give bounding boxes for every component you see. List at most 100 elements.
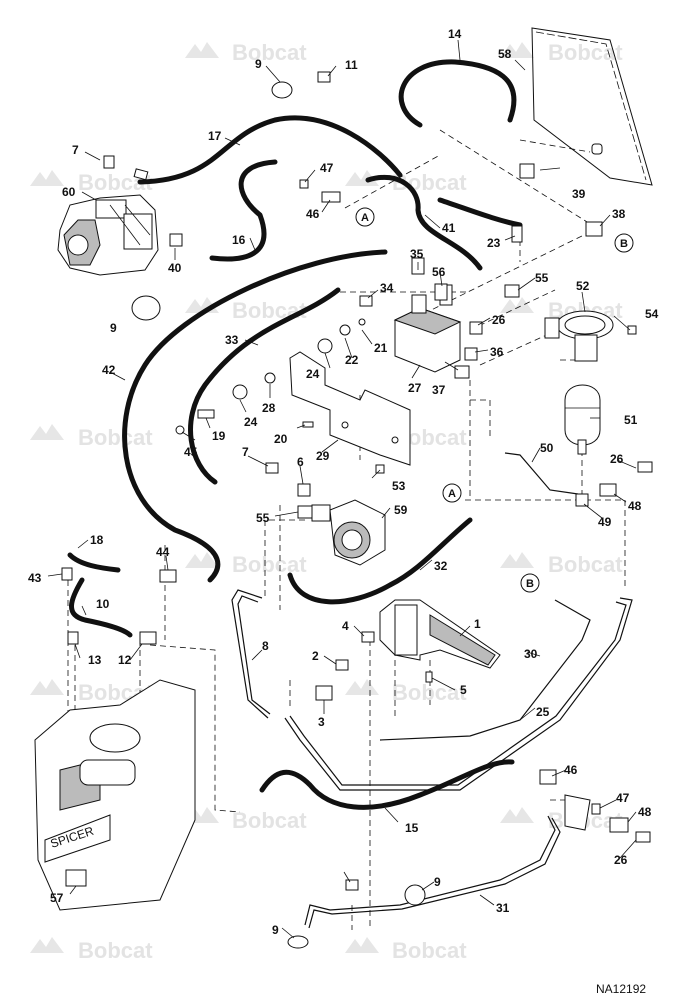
bobcat-logo-icon xyxy=(500,42,534,58)
fitting-40 xyxy=(169,233,183,247)
callout-10: 10 xyxy=(96,597,110,611)
connection-marker-a-top xyxy=(355,207,375,227)
bobcat-logo-icon xyxy=(30,937,64,953)
callout-34: 34 xyxy=(380,281,394,295)
callout-27: 27 xyxy=(408,381,422,395)
callout-8: 8 xyxy=(262,639,269,653)
fitting-34 xyxy=(359,295,373,307)
valve-block-27 xyxy=(393,284,462,373)
callout-12: 12 xyxy=(118,653,132,667)
callout-54: 54 xyxy=(645,307,659,321)
pump-assembly-60 xyxy=(57,168,159,276)
connection-label-b: B xyxy=(620,238,628,250)
fitting-46 xyxy=(321,191,341,203)
callout-55b: 55 xyxy=(256,511,270,525)
callout-37: 37 xyxy=(432,383,446,397)
callout-23: 23 xyxy=(487,236,501,250)
accumulator-51 xyxy=(564,384,601,455)
connection-marker-b-top xyxy=(614,233,634,253)
watermark-text: Bobcat xyxy=(232,552,307,577)
fitting-43 xyxy=(61,567,73,581)
connection-marker-a-bottom xyxy=(442,483,462,503)
hose-layer xyxy=(67,59,523,810)
callout-43: 43 xyxy=(28,571,42,585)
tube-31 xyxy=(304,815,556,926)
clamp-9b xyxy=(131,295,161,321)
callout-16: 16 xyxy=(232,233,246,247)
bobcat-logo-icon xyxy=(500,807,534,823)
bracket-plate xyxy=(564,794,591,831)
watermark-text: Bobcat xyxy=(232,298,307,323)
bobcat-logo-icon xyxy=(345,679,379,695)
bolt-53 xyxy=(375,464,385,474)
bobcat-logo-icon xyxy=(185,552,219,568)
fitting-6 xyxy=(297,483,311,497)
leader-lines xyxy=(47,39,637,939)
washer-47 xyxy=(299,179,309,189)
fitting-56 xyxy=(434,283,448,301)
watermark-text: Bobcat xyxy=(78,938,153,963)
connection-label-a: A xyxy=(448,488,456,500)
tube-8b xyxy=(237,595,271,715)
watermark-text: Bobcat xyxy=(232,808,307,833)
tube-30 xyxy=(379,599,591,741)
hose-15 xyxy=(259,759,515,810)
tee-12 xyxy=(139,631,157,645)
callout-49: 49 xyxy=(598,515,612,529)
fitting-26c xyxy=(635,831,651,843)
callout-11: 11 xyxy=(345,58,358,72)
callout-7b: 7 xyxy=(242,445,249,459)
callout-26: 26 xyxy=(492,313,506,327)
callout-22: 22 xyxy=(345,353,359,367)
callout-7: 7 xyxy=(72,143,79,157)
callout-4: 4 xyxy=(342,619,349,633)
tube-25 xyxy=(284,597,633,791)
callout-24b: 24 xyxy=(244,415,258,429)
callout-15: 15 xyxy=(405,821,419,835)
tube-50 xyxy=(504,452,579,495)
callout-48b: 48 xyxy=(638,805,652,819)
watermark-text: Bobcat xyxy=(392,938,467,963)
callout-13: 13 xyxy=(88,653,102,667)
nut-21 xyxy=(358,318,366,326)
fitting-39 xyxy=(519,163,535,179)
fitting-37 xyxy=(454,365,470,379)
tee-44 xyxy=(159,569,177,583)
callout-57: 57 xyxy=(50,891,64,905)
hose-14 xyxy=(398,59,517,128)
hose-23 xyxy=(437,197,523,228)
fitting-48 xyxy=(599,483,617,497)
callout-44: 44 xyxy=(156,545,170,559)
connection-label-a: A xyxy=(361,212,369,224)
bolt-5 xyxy=(425,671,433,683)
callout-30: 30 xyxy=(524,647,538,661)
hose-33 xyxy=(188,287,341,485)
fitting-2b xyxy=(345,879,359,891)
callout-40: 40 xyxy=(168,261,182,275)
callout-33: 33 xyxy=(225,333,239,347)
tube-layer xyxy=(231,452,633,929)
callout-26c: 26 xyxy=(614,853,628,867)
callout-48: 48 xyxy=(628,499,642,513)
callout-36: 36 xyxy=(490,345,504,359)
clamp-9d xyxy=(287,935,309,949)
callout-14: 14 xyxy=(448,27,462,41)
tube-31b xyxy=(308,817,561,929)
callout-2: 2 xyxy=(312,649,319,663)
callout-42: 42 xyxy=(102,363,116,377)
fitting-7 xyxy=(103,155,115,169)
callout-9d: 9 xyxy=(272,923,279,937)
reference-code: NA12192 xyxy=(596,982,646,996)
accumulator-mount-52 xyxy=(544,310,614,362)
callout-38: 38 xyxy=(612,207,626,221)
tube-25b xyxy=(289,601,627,786)
bracket-29 xyxy=(289,351,411,466)
hose-32 xyxy=(287,517,473,605)
clamp-9c xyxy=(404,884,426,906)
hose-16 xyxy=(209,159,278,262)
fitting-36 xyxy=(464,347,478,361)
callout-60: 60 xyxy=(62,185,76,199)
callout-47: 47 xyxy=(320,161,334,175)
connection-label-b: B xyxy=(526,578,534,590)
